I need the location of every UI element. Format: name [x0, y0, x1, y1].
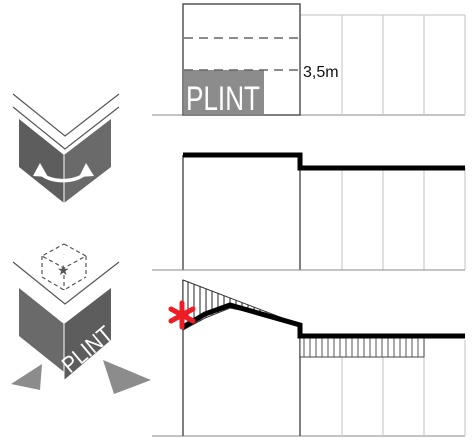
- building-outline: [182, 3, 301, 116]
- panel-1-facade: PLINT 3,5m: [152, 3, 466, 118]
- strip-hatching: [303, 338, 419, 357]
- height-label: 3,5m: [303, 64, 339, 81]
- rotate-arrow-icon: [33, 163, 94, 183]
- star-icon: ★: [57, 262, 70, 278]
- panel-2-facade: [152, 152, 466, 271]
- corner-chevron-icon-1: [12, 93, 120, 203]
- triangle-arrow-icon-left: [11, 364, 42, 390]
- panel-3-facade: [152, 269, 466, 437]
- plint-label: PLINT: [186, 80, 260, 118]
- corner-chevron-icon-2: ★ PLINT: [11, 243, 151, 394]
- triangle-arrow-icon-right: [103, 360, 151, 394]
- hatched-strip: [299, 335, 425, 358]
- asterisk-icon: [168, 300, 196, 330]
- roofline: [181, 302, 465, 339]
- adjacent-bays: [341, 168, 466, 270]
- plint-box: [184, 70, 264, 114]
- dashed-cube: [40, 243, 88, 291]
- adjacent-bays: [300, 14, 466, 115]
- roofline: [183, 152, 465, 171]
